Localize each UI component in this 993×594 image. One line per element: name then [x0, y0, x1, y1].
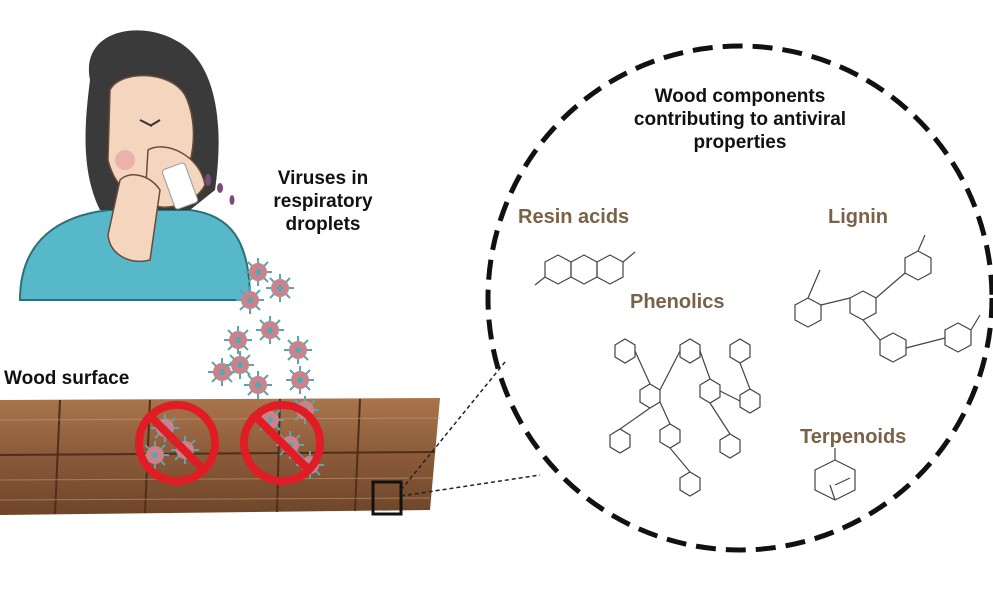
viruses-label: Viruses in respiratory droplets: [258, 168, 388, 236]
chemical-structure-icon: [534, 234, 981, 501]
phenolics-label: Phenolics: [630, 291, 725, 313]
resin-acids-label: Resin acids: [518, 206, 630, 228]
person-sneezing-icon: [18, 30, 252, 301]
ban-icon: [135, 401, 219, 485]
terpenoids-label: Terpenoids: [800, 426, 907, 448]
blocked-viruses: [135, 395, 325, 485]
circle-title-line: Wood components: [654, 86, 826, 107]
zoom-connector: [371, 361, 541, 516]
virus-icon: [283, 335, 313, 365]
circle-title-line: properties: [693, 131, 787, 153]
zoom-circle: [485, 43, 993, 553]
virus-icon: [223, 325, 253, 355]
viruses-label-line: Viruses in: [277, 168, 369, 189]
virus-icon: [285, 365, 315, 395]
viruses-label-line: droplets: [285, 213, 361, 235]
viruses-label-line: respiratory: [273, 190, 373, 212]
lignin-label: Lignin: [828, 206, 888, 228]
virus-icon: [235, 285, 265, 315]
circle-title: Wood components contributing to antivira…: [590, 86, 890, 154]
virus-icon: [243, 370, 273, 400]
virus-icon: [243, 257, 273, 287]
wood-surface-label: Wood surface: [4, 368, 130, 389]
virus-icon: [225, 350, 255, 380]
zoom-box: [371, 480, 403, 516]
ban-icon: [240, 401, 324, 485]
circle-title-line: contributing to antiviral: [633, 108, 847, 130]
virus-icon: [255, 315, 285, 345]
virus-icon: [265, 273, 295, 303]
